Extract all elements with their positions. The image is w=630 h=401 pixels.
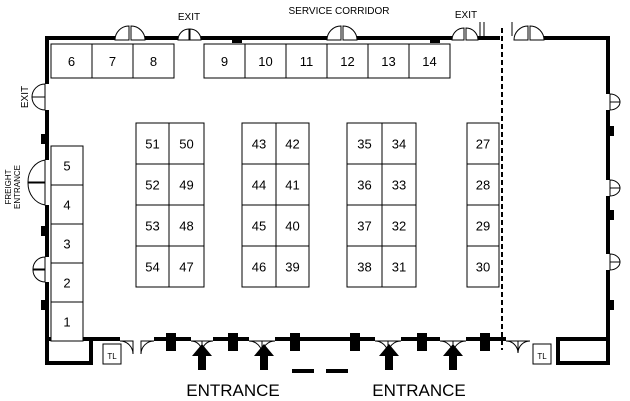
booth-33 — [381, 163, 417, 206]
booth-50 — [168, 122, 205, 165]
booth-number-52: 52 — [145, 178, 159, 193]
booth-number-33: 33 — [392, 178, 406, 193]
booth-number-9: 9 — [221, 54, 228, 69]
service-corridor-label: SERVICE CORRIDOR — [289, 6, 390, 17]
tl-label-left: TL — [107, 352, 117, 361]
exit-label-top-left: EXIT — [178, 12, 200, 23]
tl-label-right: TL — [537, 352, 547, 361]
booth-10 — [244, 43, 287, 79]
booth-number-29: 29 — [476, 219, 490, 234]
doors — [27, 22, 621, 355]
exit-label-top-right: EXIT — [455, 10, 477, 21]
booth-number-50: 50 — [179, 137, 193, 152]
booth-number-41: 41 — [285, 178, 299, 193]
booth-number-48: 48 — [179, 219, 193, 234]
booth-number-14: 14 — [422, 54, 436, 69]
booth-47 — [168, 245, 205, 288]
booth-6 — [50, 43, 93, 79]
booth-number-5: 5 — [63, 159, 70, 174]
booth-3 — [50, 223, 84, 264]
booth-9 — [203, 43, 246, 79]
booth-7 — [91, 43, 134, 79]
booth-12 — [326, 43, 369, 79]
booth-51 — [135, 122, 170, 165]
booth-number-44: 44 — [252, 178, 266, 193]
entrance-arrow — [192, 344, 212, 370]
booth-number-1: 1 — [63, 315, 70, 330]
booth-38 — [346, 245, 383, 288]
booth-53 — [135, 204, 170, 247]
booth-8 — [132, 43, 175, 79]
booth-number-28: 28 — [476, 178, 490, 193]
booth-number-3: 3 — [63, 237, 70, 252]
booth-number-2: 2 — [63, 276, 70, 291]
booth-number-40: 40 — [285, 219, 299, 234]
booth-number-45: 45 — [252, 219, 266, 234]
booth-number-35: 35 — [357, 137, 371, 152]
booth-number-36: 36 — [357, 178, 371, 193]
booth-number-51: 51 — [145, 137, 159, 152]
booth-49 — [168, 163, 205, 206]
booth-number-30: 30 — [476, 260, 490, 275]
booth-number-37: 37 — [357, 219, 371, 234]
entrance-label-left: ENTRANCE — [186, 381, 280, 400]
booth-number-27: 27 — [476, 137, 490, 152]
booth-30 — [466, 245, 500, 288]
booth-42 — [275, 122, 310, 165]
tl-room-left — [102, 343, 122, 365]
booth-number-54: 54 — [145, 260, 159, 275]
booth-number-6: 6 — [68, 54, 75, 69]
booth-number-38: 38 — [357, 260, 371, 275]
booth-number-39: 39 — [285, 260, 299, 275]
walls — [41, 36, 614, 373]
booth-39 — [275, 245, 310, 288]
booth-number-4: 4 — [63, 198, 70, 213]
booth-32 — [381, 204, 417, 247]
booth-54 — [135, 245, 170, 288]
entrance-arrow — [443, 344, 463, 370]
booth-34 — [381, 122, 417, 165]
booth-37 — [346, 204, 383, 247]
entrance-arrow — [254, 344, 274, 370]
booth-number-7: 7 — [109, 54, 116, 69]
booth-4 — [50, 184, 84, 225]
booth-number-43: 43 — [252, 137, 266, 152]
booth-number-13: 13 — [381, 54, 395, 69]
booth-number-32: 32 — [392, 219, 406, 234]
booth-number-12: 12 — [340, 54, 354, 69]
booth-28 — [466, 163, 500, 206]
freight-label-line2: ENTRANCE — [13, 165, 22, 209]
booth-number-53: 53 — [145, 219, 159, 234]
booth-5 — [50, 145, 84, 186]
booth-40 — [275, 204, 310, 247]
booth-2 — [50, 262, 84, 303]
booth-14 — [408, 43, 451, 79]
entrance-arrow — [379, 344, 399, 370]
booth-number-31: 31 — [392, 260, 406, 275]
exit-label-left: EXIT — [20, 86, 31, 108]
booth-13 — [367, 43, 410, 79]
booth-number-8: 8 — [150, 54, 157, 69]
booth-number-42: 42 — [285, 137, 299, 152]
booth-1 — [50, 301, 84, 342]
booth-number-49: 49 — [179, 178, 193, 193]
tl-room-right — [532, 343, 552, 365]
booth-number-46: 46 — [252, 260, 266, 275]
booth-number-10: 10 — [258, 54, 272, 69]
entrance-arrows — [192, 344, 463, 370]
booth-31 — [381, 245, 417, 288]
booth-36 — [346, 163, 383, 206]
booth-number-47: 47 — [179, 260, 193, 275]
entrance-label-right: ENTRANCE — [372, 381, 466, 400]
freight-label-line1: FREIGHT — [4, 169, 13, 204]
booth-number-11: 11 — [300, 54, 314, 69]
booth-number-34: 34 — [392, 137, 406, 152]
